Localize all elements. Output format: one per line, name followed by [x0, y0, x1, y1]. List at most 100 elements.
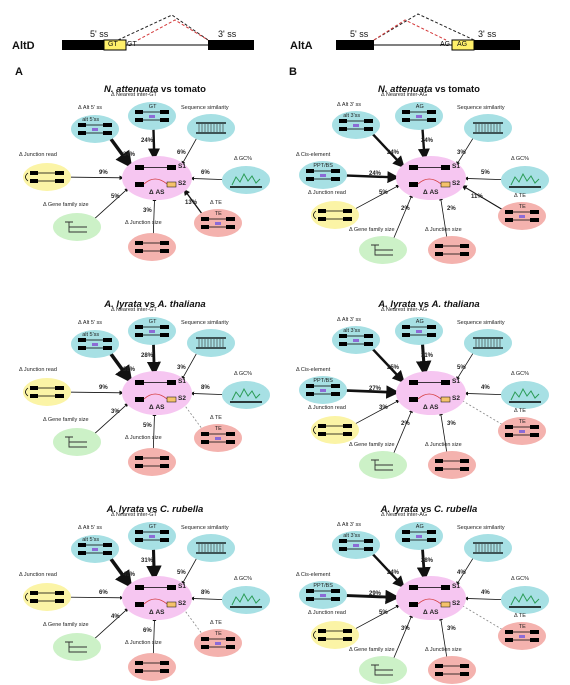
mini-exon	[226, 440, 235, 444]
gene-family-tree-icon	[371, 244, 393, 256]
factor-label-alt: Δ Alt 3' ss	[337, 522, 361, 528]
factor-node-seq	[464, 329, 512, 357]
mini-exon	[318, 637, 326, 641]
factor-node-junc	[311, 416, 359, 444]
factor-oval-jsize	[128, 233, 176, 261]
factor-label-gene: Δ Gene family size	[43, 622, 89, 628]
percent-junc: 6%	[99, 590, 108, 596]
gene-family-tree-icon	[65, 436, 87, 448]
alta-5ss-label: 5' ss	[350, 29, 369, 39]
alta-splice-black	[373, 13, 475, 41]
percent-junc: 9%	[99, 170, 108, 176]
arrow-te	[461, 185, 506, 212]
mini-exon	[318, 209, 326, 213]
factor-label-jsize: Δ Junction size	[125, 640, 162, 646]
factor-label-gc: Δ GC%	[234, 156, 253, 162]
mini-exon	[427, 538, 436, 542]
title-species-1: N. attenuata	[104, 84, 159, 95]
mini-exon	[201, 432, 209, 436]
mini-exon	[460, 664, 469, 668]
mini-exon	[530, 210, 539, 214]
factor-overlay-cis: PPT/BS	[313, 583, 333, 589]
mini-site-box	[353, 544, 359, 547]
factor-overlay-alt: alt 3'ss	[343, 533, 361, 539]
mini-site-box	[416, 330, 422, 333]
arrow-gene	[92, 402, 129, 437]
arrow-junc	[64, 390, 124, 396]
mini-exon	[343, 424, 352, 428]
factor-node-alt	[71, 330, 119, 358]
mini-exon	[364, 334, 373, 338]
percent-near: 24%	[141, 138, 154, 144]
factor-node-te	[194, 424, 242, 452]
center-s2-label: S2	[452, 600, 460, 607]
arrow-seq	[456, 350, 475, 381]
mini-exon	[435, 459, 443, 463]
percent-cis: 27%	[369, 386, 382, 392]
title-species-1: A. lyrata	[380, 504, 419, 515]
mini-exon	[135, 325, 143, 329]
mini-exon	[530, 638, 539, 642]
mini-exon	[135, 661, 143, 665]
mini-exon	[160, 118, 169, 122]
factor-label-junc: Δ Junction read	[19, 152, 57, 158]
mini-exon	[364, 127, 373, 131]
mini-exon	[55, 179, 64, 183]
mini-exon	[402, 325, 410, 329]
mini-exon	[306, 589, 314, 593]
percent-gc: 4%	[481, 385, 490, 391]
center-s1-label: S1	[178, 378, 186, 385]
factor-oval-jsize	[428, 451, 476, 479]
factor-node-te	[498, 622, 546, 650]
arrow-gc	[464, 176, 508, 181]
percent-gc: 8%	[201, 590, 210, 596]
percent-alt: 24%	[387, 150, 400, 156]
center-s1-label: S1	[452, 163, 460, 170]
arrow-alt	[369, 131, 405, 169]
mini-exon	[306, 169, 314, 173]
percent-gene: 5%	[111, 194, 120, 200]
junction-arc-icon	[313, 210, 317, 220]
percent-gene: 3%	[111, 409, 120, 415]
mini-exon	[30, 394, 38, 398]
center-s1-label: S1	[178, 583, 186, 590]
factor-node-alt	[71, 115, 119, 143]
mini-exon	[201, 217, 209, 221]
mini-exon	[427, 333, 436, 337]
arrow-cis	[340, 589, 400, 605]
factor-label-gc: Δ GC%	[511, 156, 530, 162]
mini-exon	[435, 672, 443, 676]
percent-alt: 40%	[123, 572, 136, 578]
mini-exon	[331, 177, 340, 181]
altd-exon-right	[208, 40, 254, 50]
factor-node-gene	[53, 428, 101, 456]
arrow-junc	[64, 595, 124, 600]
factor-overlay-alt: alt 5'ss	[82, 332, 100, 338]
mini-exon	[135, 456, 143, 460]
factor-node-alt	[71, 535, 119, 563]
factor-label-alt: Δ Alt 5' ss	[78, 320, 102, 326]
alta-schematic	[336, 13, 520, 51]
percent-gc: 6%	[201, 170, 210, 176]
center-das-label: Δ AS	[149, 189, 165, 196]
arrow-near	[148, 127, 161, 161]
mini-exon	[343, 629, 352, 633]
center-exon-s1-left	[409, 165, 418, 170]
altd-5ss-label: 5' ss	[90, 29, 109, 39]
factor-node-near	[395, 317, 443, 345]
mini-exon	[505, 218, 513, 222]
center-exon-s1-left	[135, 165, 144, 170]
mini-exon	[160, 325, 169, 329]
mini-exon	[339, 127, 347, 131]
percent-gc: 4%	[481, 590, 490, 596]
arrow-near	[146, 342, 161, 376]
mini-exon	[135, 241, 143, 245]
percent-cis: 29%	[369, 591, 382, 597]
factor-node-cis	[299, 376, 347, 404]
factor-label-te: Δ TE	[210, 200, 222, 206]
factor-oval-jsize	[428, 656, 476, 684]
factor-node-junc	[23, 583, 71, 611]
arrow-jsize	[152, 617, 157, 656]
percent-seq: 3%	[177, 365, 186, 371]
mini-exon	[427, 110, 436, 114]
